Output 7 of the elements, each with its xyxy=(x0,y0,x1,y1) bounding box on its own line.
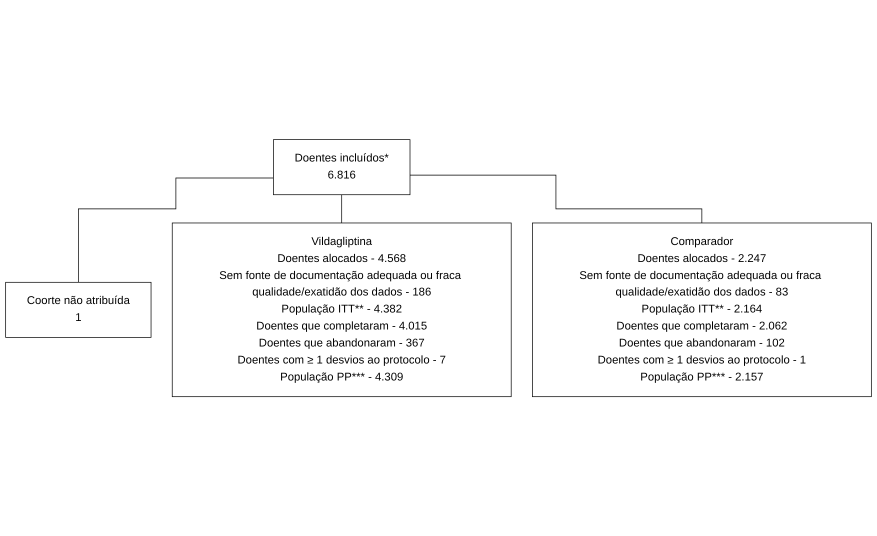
connector xyxy=(341,194,342,224)
node-box: Coorte não atribuída 1 xyxy=(5,282,152,338)
node-box: Doentes incluídos* 6.816 xyxy=(273,139,410,195)
node-box: Vildagliptina Doentes alocados - 4.568 Sem fonte de documentação adequada ou fraca qualidade/exatidão dos dados - 186 População ITT** - 4.382 Doentes que completaram - 4.015 Doentes que abandonaram - 367 Doentes com ≥ 1 desvios ao protocolo - 7 População PP*** - 4.309 xyxy=(172,222,512,397)
node-box: Comparador Doentes alocados - 2.247 Sem fonte de documentação adequada ou fraca qualidade/exatidão dos dados - 83 População ITT** - 2.164 Doentes que completaram - 2.062 Doentes que abandonaram - 102 Doentes com ≥ 1 desvios ao protocolo - 1 População PP*** - 2.157 xyxy=(532,222,872,397)
connector xyxy=(410,174,702,224)
connector xyxy=(78,177,274,282)
